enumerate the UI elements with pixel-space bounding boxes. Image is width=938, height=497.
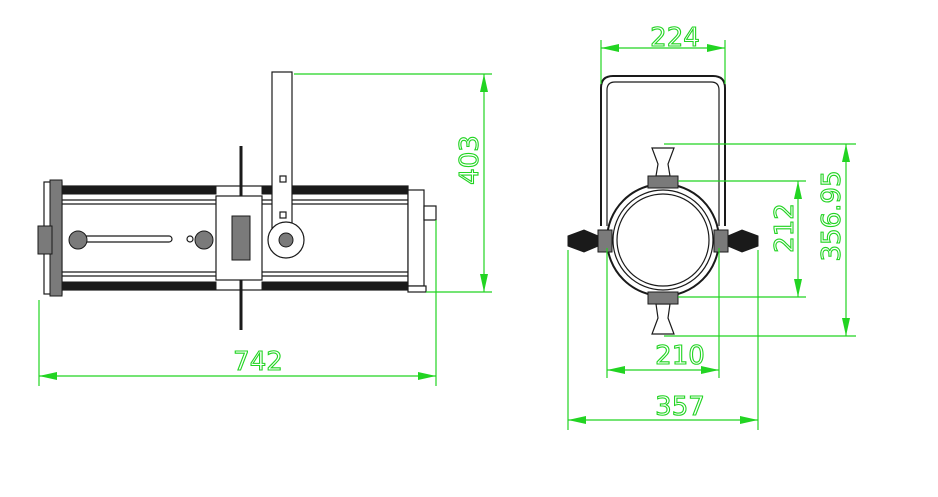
dim-label-357: 357	[655, 392, 705, 422]
front-lens	[616, 193, 710, 287]
dim-label-356-95: 356.95	[817, 171, 847, 262]
zoom-knob-left	[68, 230, 88, 250]
front-knob-right	[713, 229, 729, 253]
fin-top-left	[59, 185, 217, 195]
front-handle-bottom	[651, 303, 675, 335]
fin-bottom-right	[261, 281, 409, 291]
front-knob-left	[597, 229, 613, 253]
zoom-slot	[81, 235, 173, 243]
front-dimensions: 224 212 356.95 210 357	[567, 22, 856, 430]
yoke-arm	[271, 71, 293, 233]
front-handle-top	[651, 147, 675, 177]
zoom-knob-right	[194, 230, 214, 250]
dim-label-742: 742	[233, 347, 283, 377]
side-view	[37, 71, 437, 330]
dim-label-212: 212	[770, 203, 800, 253]
front-view	[567, 75, 759, 335]
fin-bottom-left	[59, 281, 217, 291]
front-knob	[37, 225, 53, 255]
rear-cap	[407, 189, 425, 287]
dim-label-403: 403	[455, 135, 485, 185]
dim-label-224: 224	[650, 23, 700, 53]
front-yoke	[600, 75, 726, 226]
side-dimensions: 742 403	[38, 73, 492, 386]
dim-label-210: 210	[655, 341, 705, 371]
